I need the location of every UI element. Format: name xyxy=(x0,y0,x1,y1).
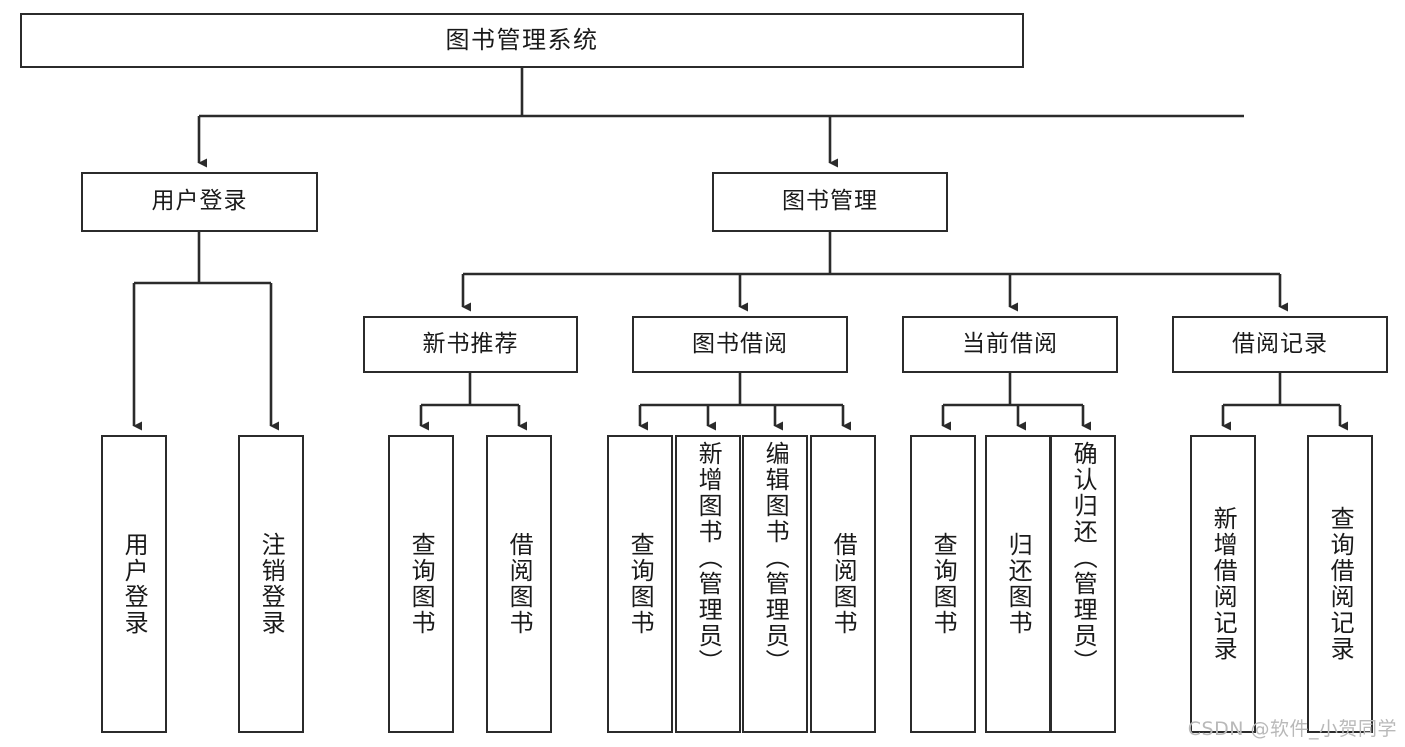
leaf-add-book[interactable]: 新增图书（管理员） xyxy=(675,435,741,733)
leaf-query-book-current[interactable]: 查询图书 xyxy=(910,435,976,733)
node-current-borrow[interactable]: 当前借阅 xyxy=(902,316,1118,373)
node-root[interactable]: 图书管理系统 xyxy=(20,13,1024,68)
leaf-query-book-current-wrap: 查询图书 xyxy=(912,437,974,731)
leaf-edit-book-wrap: 编辑图书（管理员） xyxy=(744,437,806,731)
leaf-return-book-wrap: 归还图书 xyxy=(987,437,1049,731)
leaf-add-record-label: 新增借阅记录 xyxy=(1209,506,1238,662)
leaf-query-book-borrow-label: 查询图书 xyxy=(626,532,655,636)
leaf-borrow-book[interactable]: 借阅图书 xyxy=(810,435,876,733)
node-new-book-recommend-label: 新书推荐 xyxy=(422,330,519,357)
leaf-query-book-borrow-wrap: 查询图书 xyxy=(609,437,671,731)
csdn-watermark: CSDN @软件_小贺同学 xyxy=(1187,718,1397,740)
node-book-borrow-label: 图书借阅 xyxy=(692,330,788,357)
leaf-user-login[interactable]: 用户登录 xyxy=(101,435,167,733)
leaf-confirm-return-label: 确认归还（管理员） xyxy=(1069,441,1098,675)
leaf-confirm-return[interactable]: 确认归还（管理员） xyxy=(1050,435,1116,733)
leaf-borrow-book-label: 借阅图书 xyxy=(829,532,858,636)
node-borrow-record-label: 借阅记录 xyxy=(1232,330,1328,357)
node-borrow-record[interactable]: 借阅记录 xyxy=(1172,316,1388,373)
leaf-edit-book[interactable]: 编辑图书（管理员） xyxy=(742,435,808,733)
node-current-borrow-label: 当前借阅 xyxy=(962,330,1058,357)
node-book-manage-label: 图书管理 xyxy=(782,188,878,215)
leaf-borrow-book-rec[interactable]: 借阅图书 xyxy=(486,435,552,733)
leaf-logout-label: 注销登录 xyxy=(257,532,286,636)
leaf-edit-book-label: 编辑图书（管理员） xyxy=(761,441,790,675)
leaf-user-login-wrap: 用户登录 xyxy=(103,437,165,731)
leaf-borrow-book-rec-wrap: 借阅图书 xyxy=(488,437,550,731)
leaf-return-book-label: 归还图书 xyxy=(1004,532,1033,636)
leaf-add-book-wrap: 新增图书（管理员） xyxy=(677,437,739,731)
leaf-add-record-wrap: 新增借阅记录 xyxy=(1192,437,1254,731)
leaf-query-book-rec-label: 查询图书 xyxy=(407,532,436,636)
leaf-query-book-current-label: 查询图书 xyxy=(929,532,958,636)
leaf-query-record-label: 查询借阅记录 xyxy=(1326,506,1355,662)
leaf-query-book-rec[interactable]: 查询图书 xyxy=(388,435,454,733)
leaf-add-record[interactable]: 新增借阅记录 xyxy=(1190,435,1256,733)
leaf-user-login-label: 用户登录 xyxy=(120,532,149,636)
node-user-login-label: 用户登录 xyxy=(151,188,248,215)
node-root-label: 图书管理系统 xyxy=(445,26,599,55)
leaf-return-book[interactable]: 归还图书 xyxy=(985,435,1051,733)
leaf-add-book-label: 新增图书（管理员） xyxy=(694,441,723,675)
node-new-book-recommend[interactable]: 新书推荐 xyxy=(363,316,578,373)
leaf-borrow-book-wrap: 借阅图书 xyxy=(812,437,874,731)
leaf-borrow-book-rec-label: 借阅图书 xyxy=(505,532,534,636)
leaf-logout[interactable]: 注销登录 xyxy=(238,435,304,733)
node-book-manage[interactable]: 图书管理 xyxy=(712,172,948,232)
node-user-login[interactable]: 用户登录 xyxy=(81,172,318,232)
leaf-confirm-return-wrap: 确认归还（管理员） xyxy=(1052,437,1114,731)
leaf-query-record-wrap: 查询借阅记录 xyxy=(1309,437,1371,731)
node-book-borrow[interactable]: 图书借阅 xyxy=(632,316,848,373)
leaf-query-book-rec-wrap: 查询图书 xyxy=(390,437,452,731)
leaf-query-record[interactable]: 查询借阅记录 xyxy=(1307,435,1373,733)
leaf-query-book-borrow[interactable]: 查询图书 xyxy=(607,435,673,733)
leaf-logout-wrap: 注销登录 xyxy=(240,437,302,731)
